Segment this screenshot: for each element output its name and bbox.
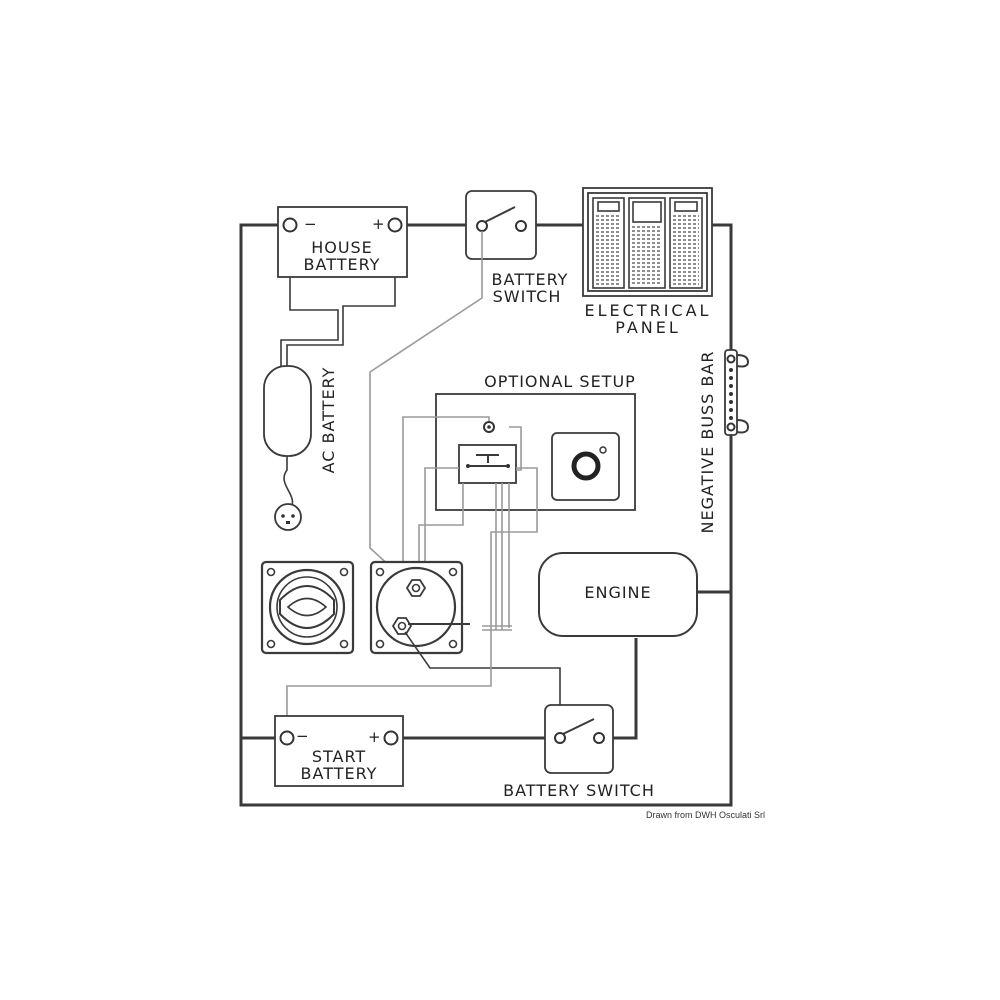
electrical-panel-label-line1: ELECTRICAL — [585, 301, 712, 320]
battery-switch-knob — [260, 560, 355, 655]
house-positive-terminal — [387, 217, 403, 233]
switch-terminal-2 — [391, 617, 413, 635]
ac-plug-icon — [274, 503, 302, 531]
battery-switch-bottom: BATTERY SWITCH — [503, 704, 655, 800]
start-battery-label-line2: BATTERY — [301, 764, 378, 783]
battery-switch-terminals — [369, 560, 561, 708]
battery-switch-top: BATTERY SWITCH — [465, 190, 569, 306]
battery-switch-top-label-line2: SWITCH — [493, 287, 562, 306]
start-positive-sign: + — [368, 728, 381, 746]
battery-switch-top-label-line1: BATTERY — [492, 270, 569, 289]
battery-switch-bottom-label: BATTERY SWITCH — [503, 781, 655, 800]
panel-breaker-rows — [596, 215, 699, 285]
optional-setup-label: OPTIONAL SETUP — [484, 372, 636, 391]
start-negative-sign: − — [296, 727, 309, 745]
house-battery-label-line2: BATTERY — [304, 255, 381, 274]
house-battery: − + HOUSE BATTERY — [277, 206, 408, 278]
ac-battery-label: AC BATTERY — [319, 367, 338, 474]
start-negative-terminal — [279, 730, 295, 746]
panel-column-2 — [628, 197, 666, 289]
house-negative-terminal — [282, 217, 298, 233]
optional-setup: OPTIONAL SETUP — [435, 372, 636, 511]
panel-column-3 — [669, 197, 703, 289]
start-positive-terminal — [383, 730, 399, 746]
ac-battery-charger: AC BATTERY — [263, 365, 338, 531]
ac-charger-cable — [280, 277, 396, 368]
optional-relay — [458, 444, 517, 484]
switch-terminal-1 — [405, 579, 427, 597]
engine-label: ENGINE — [584, 583, 651, 602]
electrical-panel-label-line2: PANEL — [615, 318, 681, 337]
house-positive-sign: + — [372, 215, 385, 233]
negative-buss-bar: NEGATIVE BUSS BAR — [698, 349, 750, 534]
start-battery: − + START BATTERY — [274, 715, 404, 787]
negative-buss-bar-label: NEGATIVE BUSS BAR — [698, 351, 717, 534]
house-negative-sign: − — [304, 215, 317, 233]
drawing-credit: Drawn from DWH Osculati Srl — [646, 810, 765, 820]
house-battery-label-line1: HOUSE — [311, 238, 373, 257]
start-battery-label-line1: START — [312, 747, 366, 766]
top-switch-control-wire — [369, 231, 483, 569]
panel-column-1 — [592, 197, 625, 289]
start-control-wire — [286, 637, 492, 732]
electrical-panel: ELECTRICAL PANEL — [582, 187, 713, 337]
engine: ENGINE — [538, 552, 698, 637]
